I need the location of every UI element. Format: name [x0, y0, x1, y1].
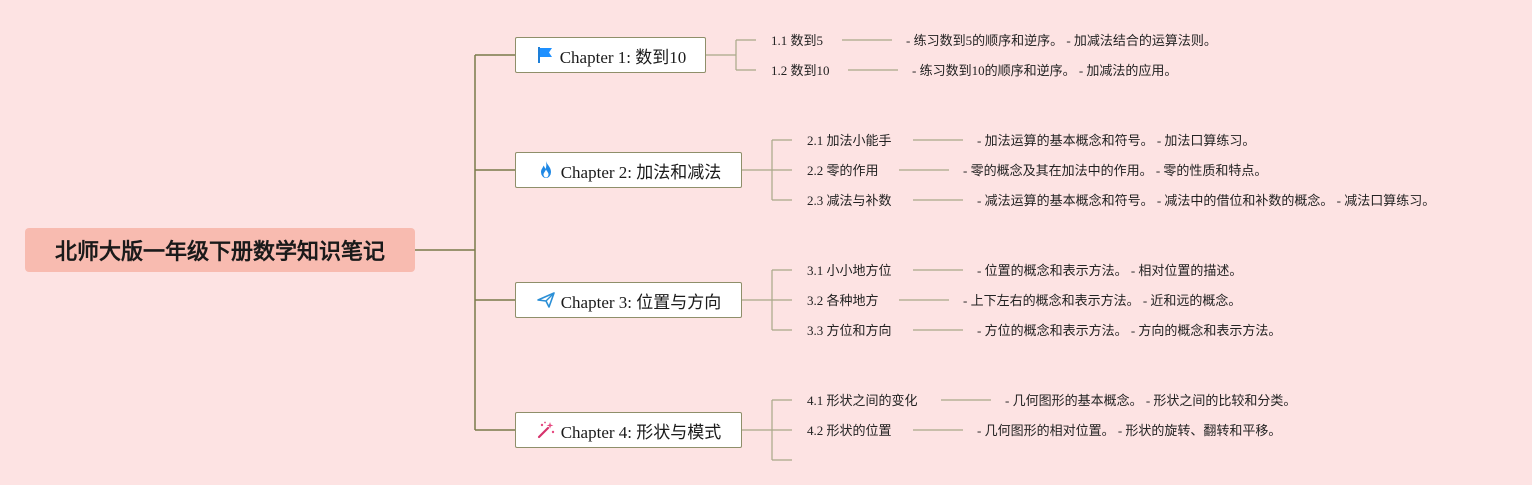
section-title: 2.3 减法与补数 — [807, 193, 892, 208]
paper-plane-icon — [536, 290, 556, 310]
root-topic[interactable]: 北师大版一年级下册数学知识笔记 — [25, 228, 415, 272]
chapter-4-node[interactable]: Chapter 4: 形状与模式 — [515, 412, 742, 448]
chapter-2-node[interactable]: Chapter 2: 加法和减法 — [515, 152, 742, 188]
section-notes: - 练习数到5的顺序和逆序。 - 加减法结合的运算法则。 — [906, 33, 1217, 48]
section-notes: - 方位的概念和表示方法。 - 方向的概念和表示方法。 — [977, 323, 1282, 338]
section-title: 2.2 零的作用 — [807, 163, 879, 178]
chapter-label: Chapter 3: 位置与方向 — [560, 292, 722, 312]
section-title: 4.2 形状的位置 — [807, 423, 892, 438]
chapter-label: Chapter 1: 数到10 — [559, 47, 687, 67]
chapter-label: Chapter 2: 加法和减法 — [560, 162, 722, 182]
section-title: 2.1 加法小能手 — [807, 133, 892, 148]
section-title: 3.2 各种地方 — [807, 293, 879, 308]
fire-icon — [536, 160, 556, 180]
flag-icon — [535, 45, 555, 65]
chapter-1-node[interactable]: Chapter 1: 数到10 — [515, 37, 706, 73]
section-notes: - 加法运算的基本概念和符号。 - 加法口算练习。 — [977, 133, 1256, 148]
section-notes: - 位置的概念和表示方法。 - 相对位置的描述。 — [977, 263, 1243, 278]
magic-wand-icon — [536, 420, 556, 440]
section-notes: - 零的概念及其在加法中的作用。 - 零的性质和特点。 — [963, 163, 1268, 178]
section-title: 1.1 数到5 — [771, 33, 824, 48]
section-title: 4.1 形状之间的变化 — [807, 393, 918, 408]
chapter-label: Chapter 4: 形状与模式 — [560, 422, 722, 442]
section-notes: - 几何图形的基本概念。 - 形状之间的比较和分类。 — [1005, 393, 1297, 408]
chapter-3-node[interactable]: Chapter 3: 位置与方向 — [515, 282, 742, 318]
section-title: 1.2 数到10 — [771, 63, 830, 78]
section-notes: - 减法运算的基本概念和符号。 - 减法中的借位和补数的概念。 - 减法口算练习… — [977, 193, 1436, 208]
section-title: 3.3 方位和方向 — [807, 323, 892, 338]
section-notes: - 练习数到10的顺序和逆序。 - 加减法的应用。 — [912, 63, 1178, 78]
section-notes: - 上下左右的概念和表示方法。 - 近和远的概念。 — [963, 293, 1242, 308]
section-notes: - 几何图形的相对位置。 - 形状的旋转、翻转和平移。 — [977, 423, 1282, 438]
section-title: 3.1 小小地方位 — [807, 263, 892, 278]
